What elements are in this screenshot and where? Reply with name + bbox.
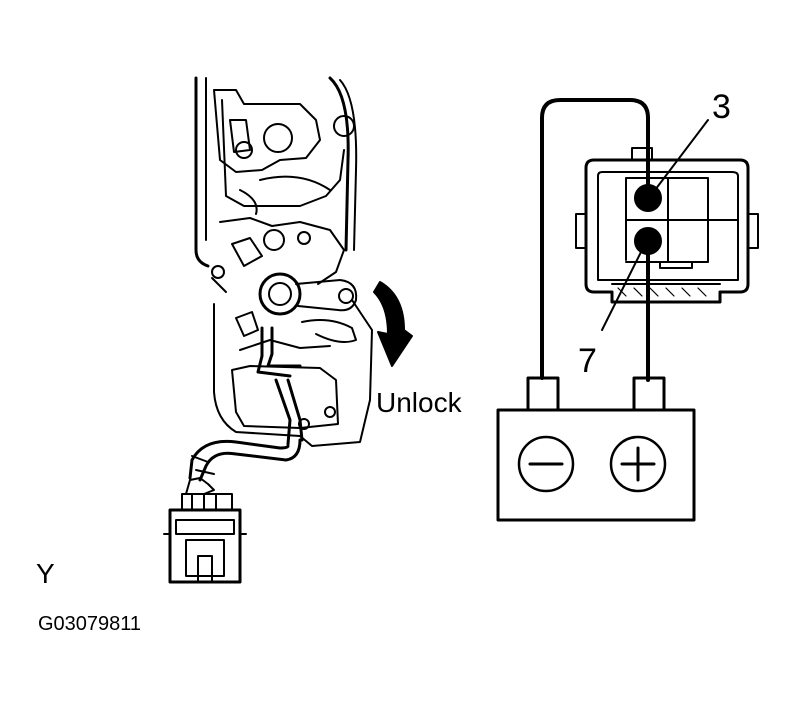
- leader-pin-3: [651, 119, 709, 195]
- connector-face: [575, 147, 759, 304]
- pin-7-label: 7: [578, 342, 597, 380]
- negative-lead: [540, 98, 650, 380]
- leader-pin-7: [601, 245, 645, 331]
- battery: [496, 376, 696, 522]
- unlock-label: Unlock: [376, 387, 463, 418]
- test-leads: [540, 98, 650, 382]
- pin-7-terminal: [634, 227, 662, 255]
- figure-id-label: G03079811: [38, 613, 141, 635]
- battery-negative-terminal: [526, 376, 560, 412]
- unlock-arrow-icon: [373, 281, 413, 367]
- battery-negative-symbol-icon: [517, 435, 575, 493]
- pin-3-label: 3: [712, 88, 731, 126]
- view-label: Y: [36, 558, 55, 589]
- pin-leaders: [601, 119, 709, 331]
- battery-positive-symbol-icon: [609, 435, 667, 493]
- battery-positive-terminal: [632, 376, 666, 412]
- door-lock-assembly: [163, 76, 373, 584]
